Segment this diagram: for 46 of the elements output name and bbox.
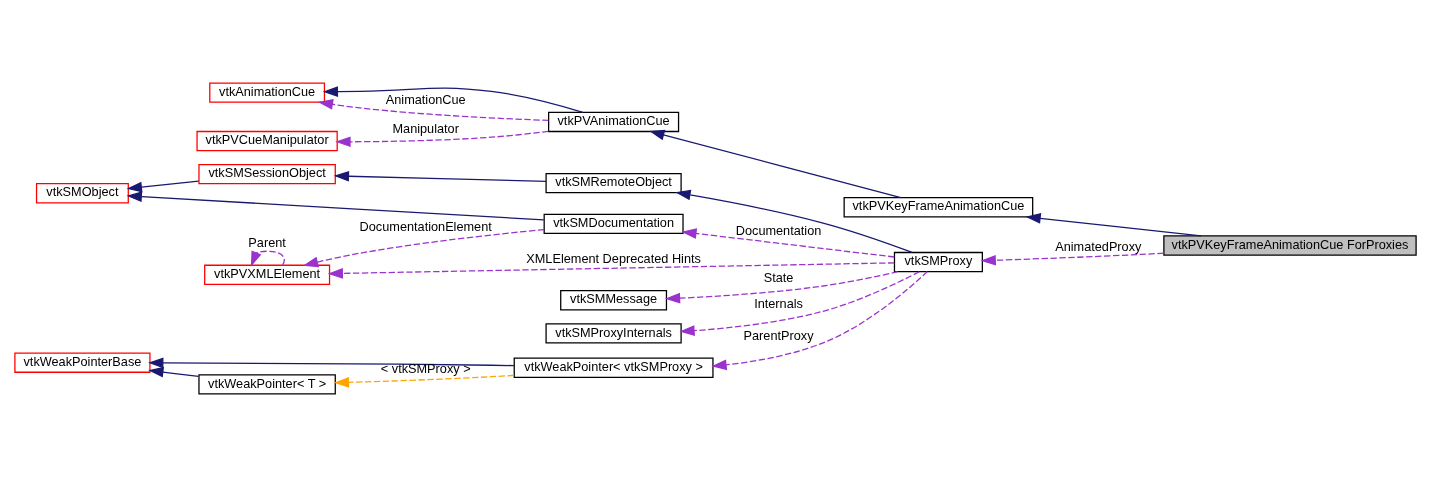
arrow [333, 374, 515, 388]
edge-label: ParentProxy [743, 327, 814, 343]
arrow [250, 250, 285, 267]
node-box: vtkAnimationCue [209, 82, 326, 103]
arrow [148, 357, 515, 369]
arrow [126, 180, 200, 193]
edge-label: State [763, 270, 794, 286]
arrow [681, 228, 895, 258]
arrow [711, 271, 928, 371]
edge-label: XMLElement Deprecated Hints [526, 251, 701, 267]
node-box: vtkPVKeyFrameAnimationCue [843, 197, 1034, 218]
node-box: vtkSMDocumentation [543, 213, 684, 235]
edge-label: DocumentationElement [359, 219, 492, 235]
node-box: vtkPVKeyFrameAnimationCue ForProxies [1163, 235, 1417, 256]
arrow [675, 189, 913, 254]
arrow [335, 130, 550, 148]
arrow [679, 271, 920, 336]
arrow [649, 129, 902, 199]
arrow [126, 191, 545, 221]
arrow [302, 229, 545, 268]
node-box: vtkSMSessionObject [198, 164, 336, 185]
node-box: vtkSMProxy [893, 251, 983, 273]
arrow [322, 86, 584, 113]
node-box: vtkSMProxyInternals [545, 323, 682, 344]
node-box: vtkSMObject [35, 183, 129, 204]
edge-label: Documentation [735, 223, 822, 239]
arrow [664, 271, 899, 304]
arrow [980, 252, 1165, 266]
edge-label: Internals [754, 295, 803, 311]
edge-label: Parent [248, 235, 286, 251]
node-box: vtkPVAnimationCue [548, 111, 680, 133]
node-box: vtkWeakPointer< vtkSMProxy > [513, 357, 714, 378]
edge-label: AnimatedProxy [1055, 238, 1142, 254]
node-box: vtkWeakPointerBase [14, 352, 151, 373]
arrow [1025, 213, 1202, 237]
node-box: vtkWeakPointer< T > [198, 374, 336, 395]
arrow [333, 170, 547, 182]
node-box: vtkSMMessage [560, 290, 668, 311]
node-box: vtkSMRemoteObject [545, 172, 682, 194]
edge-label: Manipulator [392, 121, 459, 137]
edge-label: AnimationCue [385, 92, 466, 108]
node-box: vtkPVCueManipulator [196, 130, 338, 152]
arrow [317, 99, 550, 121]
arrow [327, 262, 895, 279]
arrow [148, 366, 200, 378]
node-box: vtkPVXMLElement [204, 264, 331, 285]
